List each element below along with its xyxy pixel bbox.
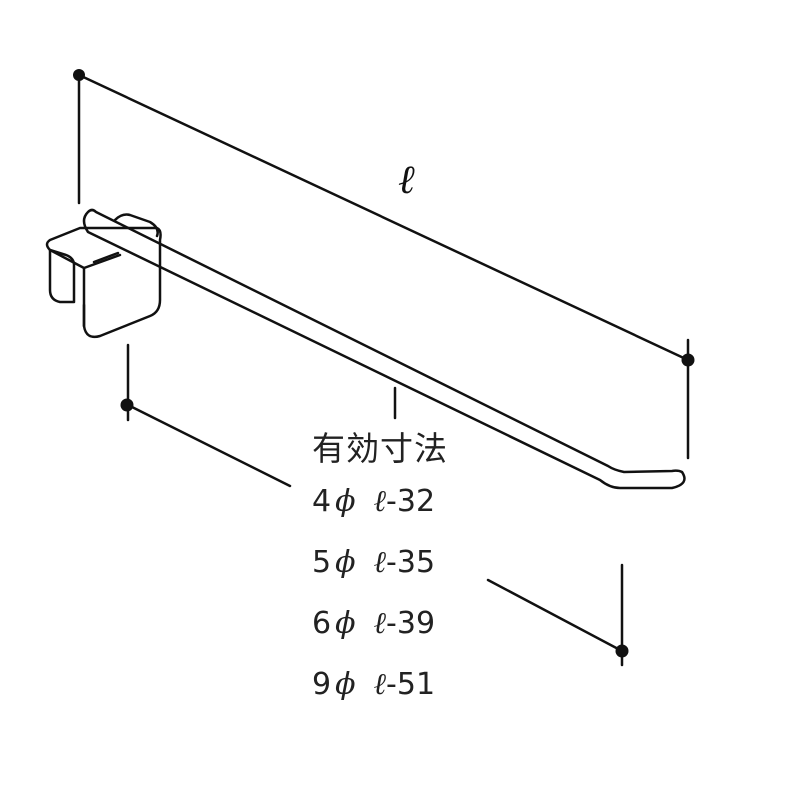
phi-symbol: ϕ xyxy=(335,545,356,580)
diameter: 4 xyxy=(312,484,332,519)
diameter: 9 xyxy=(312,667,332,702)
dimension-point-icon xyxy=(615,644,629,658)
ell-symbol: ℓ xyxy=(373,606,387,641)
ell-symbol: ℓ xyxy=(373,545,387,580)
hook-rod xyxy=(82,208,686,490)
length-value: -35 xyxy=(386,545,436,580)
dimension-point-icon xyxy=(681,353,695,367)
bracket-outline xyxy=(45,226,162,339)
phi-symbol: ϕ xyxy=(335,606,356,641)
dimension-line-overall xyxy=(77,73,690,362)
diameter: 6 xyxy=(312,606,332,641)
diameter: 5 xyxy=(312,545,332,580)
dimension-point-icon xyxy=(73,69,85,81)
ell-symbol: ℓ xyxy=(373,484,387,519)
effective-dimension-right xyxy=(486,578,624,653)
phi-symbol: ϕ xyxy=(335,667,356,702)
overall-length-label: ℓ xyxy=(398,157,415,203)
spec-title: 有効寸法 xyxy=(312,429,448,468)
length-value: -32 xyxy=(386,484,436,519)
length-value: -51 xyxy=(386,667,436,702)
dimension-point-icon xyxy=(120,398,134,412)
phi-symbol: ϕ xyxy=(335,484,356,519)
length-value: -39 xyxy=(386,606,436,641)
ell-symbol: ℓ xyxy=(373,667,387,702)
effective-dimension-left xyxy=(126,403,292,488)
